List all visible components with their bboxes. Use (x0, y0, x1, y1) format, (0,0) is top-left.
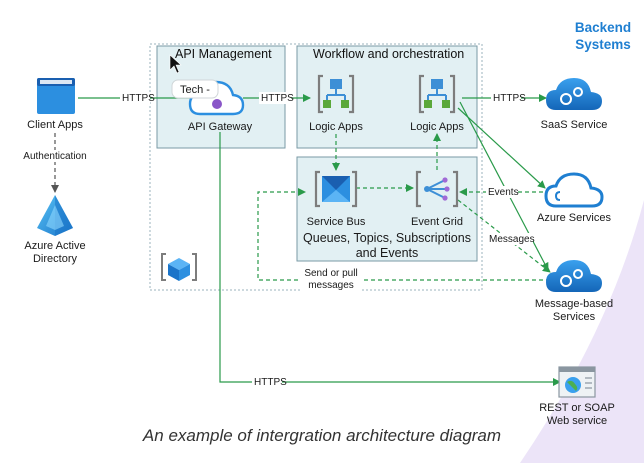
edge-label-messages: Messages (489, 234, 535, 245)
decorative-accent-shape (520, 200, 644, 463)
cloud-icon (544, 172, 604, 208)
messaging-panel (296, 156, 478, 262)
logic-apps-icon (317, 74, 355, 114)
workflow-title: Workflow and orchestration (313, 47, 464, 61)
edge-label-send-pull-line2: messages (308, 280, 354, 291)
edge-label-saas-https: HTTPS (493, 93, 526, 104)
mouse-cursor-icon (169, 54, 182, 74)
edge-logic-to-azure-services (457, 107, 546, 189)
edge-label-events: Events (488, 187, 519, 198)
service-bus-icon (314, 170, 358, 208)
logic-apps-2-label: Logic Apps (410, 121, 464, 133)
pyramid-icon (37, 195, 73, 236)
client-apps-label: Client Apps (27, 119, 83, 131)
tech-tooltip[interactable]: Tech - (171, 79, 219, 99)
logic-apps-icon (418, 74, 456, 114)
event-grid-label: Event Grid (411, 216, 463, 228)
azure-ad-label-line1: Azure Active (24, 240, 85, 252)
saas-service-label: SaaS Service (541, 119, 608, 131)
rest-soap-label-line1: REST or SOAP (539, 402, 615, 414)
cloud-gears-icon (546, 78, 602, 110)
edge-label-rest-https: HTTPS (254, 377, 287, 388)
api-gateway-label: API Gateway (188, 121, 253, 133)
browser-window-icon (37, 78, 75, 114)
backend-heading-line2: Systems (575, 37, 631, 52)
edge-label-client-https: HTTPS (122, 93, 155, 104)
cloud-gears-icon (546, 260, 602, 292)
edge-send-or-pull-loop (257, 188, 550, 281)
cube-icon (161, 253, 197, 281)
edge-gateway-to-rest (219, 132, 561, 386)
tech-tooltip-text: Tech - (180, 84, 210, 96)
messaging-description-line2: and Events (356, 246, 419, 260)
logic-apps-1-label: Logic Apps (309, 121, 363, 133)
edge-label-authentication: Authentication (23, 151, 86, 162)
azure-services-label: Azure Services (537, 212, 611, 224)
messaging-description-line1: Queues, Topics, Subscriptions (303, 231, 471, 245)
service-bus-label: Service Bus (307, 216, 366, 228)
web-page-globe-icon (558, 366, 596, 398)
azure-ad-label-line2: Directory (33, 253, 78, 265)
message-services-label-line1: Message-based (535, 298, 613, 310)
rest-soap-label-line2: Web service (547, 415, 607, 427)
backend-heading-line1: Backend (575, 20, 631, 35)
diagram-caption: An example of intergration architecture … (142, 426, 501, 445)
message-services-label-line2: Services (553, 311, 596, 323)
edge-label-gateway-https: HTTPS (261, 93, 294, 104)
event-grid-icon (415, 170, 459, 208)
edge-label-send-pull-line1: Send or pull (304, 268, 357, 279)
api-management-title: API Management (175, 47, 272, 61)
